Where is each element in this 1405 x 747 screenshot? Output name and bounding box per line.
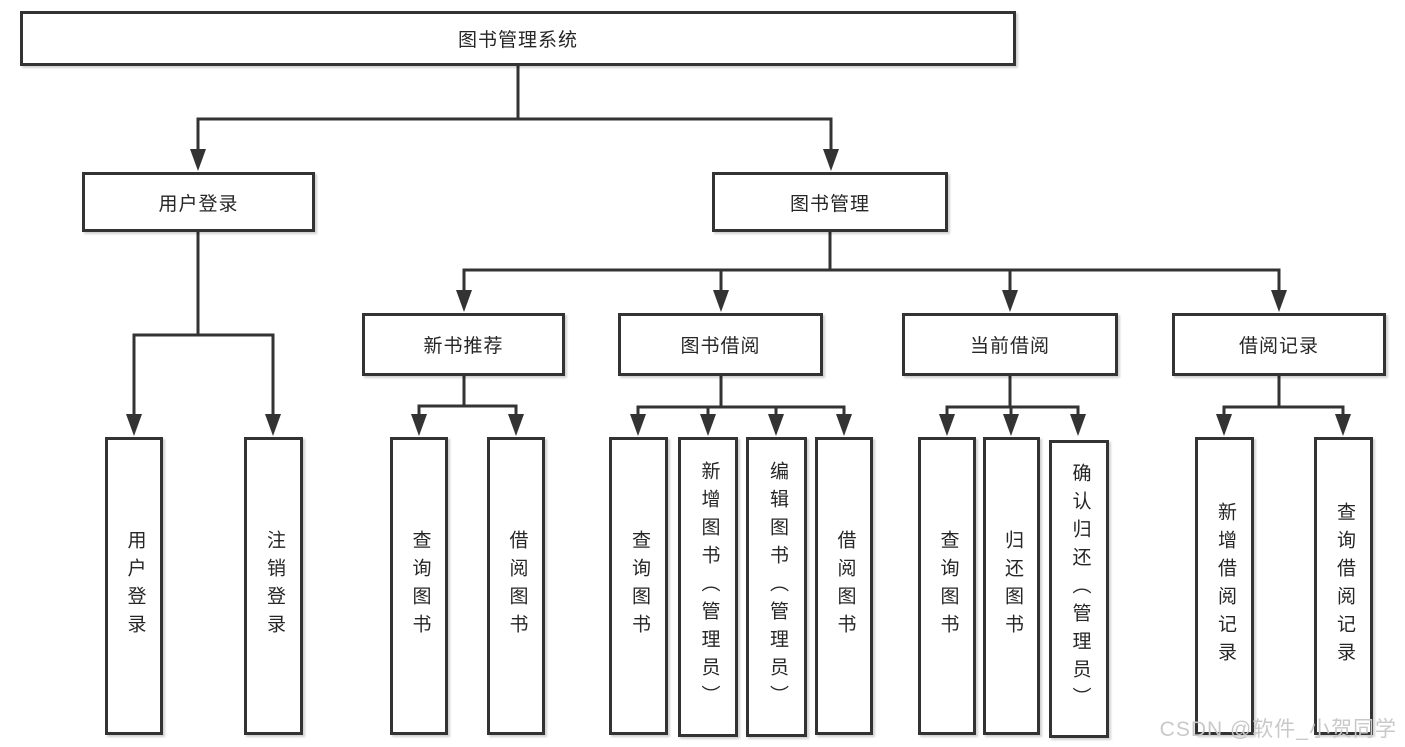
leaf-br-add-record: 新增借阅记录 [1195, 437, 1254, 735]
leaf-logout-label: 注销登录 [263, 530, 285, 642]
node-new-book-recommend-label: 新书推荐 [423, 336, 504, 357]
node-book-borrow: 图书借阅 [618, 313, 823, 376]
node-user-login-group-label: 用户登录 [158, 193, 239, 215]
leaf-cb-confirm-return-admin: 确认归还（管理员） [1049, 440, 1109, 738]
connector-user-login-to-leaves [132, 232, 275, 418]
leaf-bb-edit-books-admin-label: 编辑图书（管理员） [766, 461, 788, 713]
leaf-logout: 注销登录 [244, 437, 303, 735]
node-book-management-group: 图书管理 [712, 172, 948, 232]
node-root-label: 图书管理系统 [457, 30, 578, 51]
leaf-user-login: 用户登录 [105, 437, 163, 735]
leaf-cb-query-books: 查询图书 [918, 437, 976, 735]
leaf-cb-confirm-return-admin-label: 确认归还（管理员） [1069, 463, 1091, 715]
leaf-cb-query-books-label: 查询图书 [937, 530, 959, 642]
leaf-nbr-borrow-books-label: 借阅图书 [506, 530, 528, 642]
leaf-bb-query-books-label: 查询图书 [628, 530, 650, 642]
leaf-nbr-borrow-books: 借阅图书 [487, 437, 545, 735]
leaf-bb-query-books: 查询图书 [609, 437, 668, 735]
connector-borrow-records-to-leaves [1222, 376, 1345, 418]
leaf-br-query-record-label: 查询借阅记录 [1333, 502, 1355, 670]
connector-new-book-recommend-to-leaves [417, 376, 518, 418]
leaf-bb-borrow-books: 借阅图书 [815, 437, 873, 735]
leaf-nbr-query-books-label: 查询图书 [409, 530, 431, 642]
connector-current-borrow-to-leaves [945, 376, 1080, 418]
leaf-br-add-record-label: 新增借阅记录 [1214, 502, 1236, 670]
leaf-user-login-label: 用户登录 [124, 530, 146, 642]
connector-root-to-level2 [196, 66, 833, 152]
node-current-borrow-label: 当前借阅 [969, 336, 1050, 357]
leaf-br-query-record: 查询借阅记录 [1314, 437, 1373, 735]
leaf-cb-return-books-label: 归还图书 [1001, 530, 1023, 642]
node-borrow-records-label: 借阅记录 [1238, 336, 1319, 357]
leaf-bb-edit-books-admin: 编辑图书（管理员） [746, 437, 807, 737]
node-book-management-group-label: 图书管理 [789, 193, 870, 215]
connector-book-borrow-to-leaves [636, 376, 846, 418]
node-borrow-records: 借阅记录 [1172, 313, 1386, 376]
leaf-cb-return-books: 归还图书 [983, 437, 1040, 735]
node-current-borrow: 当前借阅 [902, 313, 1118, 376]
leaf-bb-add-books-admin: 新增图书（管理员） [678, 437, 738, 737]
node-user-login-group: 用户登录 [82, 172, 315, 232]
leaf-bb-borrow-books-label: 借阅图书 [834, 530, 856, 642]
node-root-system: 图书管理系统 [20, 11, 1016, 66]
leaf-bb-add-books-admin-label: 新增图书（管理员） [698, 461, 720, 713]
csdn-watermark: CSDN @软件_小贺同学 [1159, 718, 1397, 741]
node-book-borrow-label: 图书借阅 [680, 336, 761, 357]
connector-book-management-to-level3 [462, 232, 1281, 293]
node-new-book-recommend: 新书推荐 [362, 313, 565, 376]
leaf-nbr-query-books: 查询图书 [390, 437, 448, 735]
